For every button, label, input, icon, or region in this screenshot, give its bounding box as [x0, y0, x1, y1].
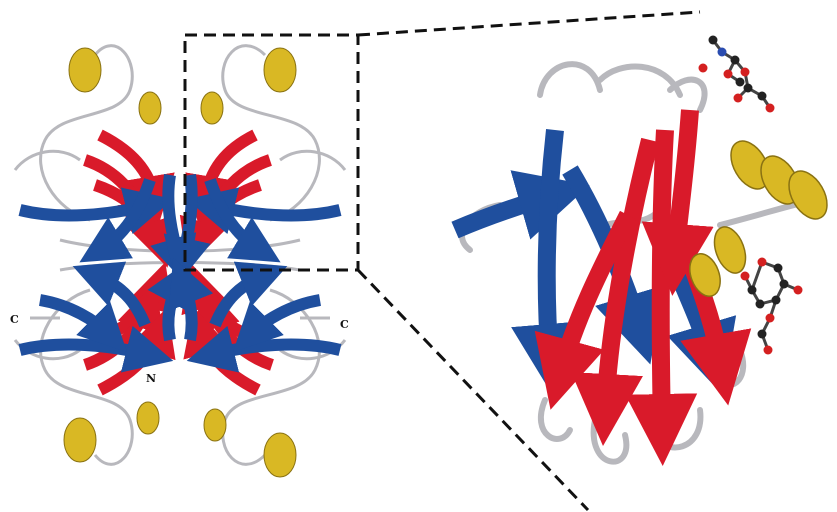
- label-c-terminus-right: C: [340, 318, 349, 331]
- atom-oxygen: [794, 286, 803, 295]
- label-n-terminus: N: [146, 372, 156, 385]
- atom-carbon: [774, 264, 783, 273]
- atom-oxygen: [758, 258, 767, 267]
- atom-carbon: [756, 300, 765, 309]
- atom-carbon: [709, 36, 718, 45]
- atom-oxygen: [764, 346, 773, 355]
- atom-carbon: [744, 84, 753, 93]
- ligand-molecule-top: [699, 36, 775, 113]
- atom-oxygen: [766, 314, 775, 323]
- label-c-terminus-left: C: [10, 313, 19, 326]
- atom-oxygen: [741, 68, 750, 77]
- atom-oxygen: [766, 104, 775, 113]
- atom-oxygen: [741, 272, 750, 281]
- blue-beta-strands: [20, 175, 340, 355]
- atom-carbon: [731, 56, 740, 65]
- atom-oxygen: [734, 94, 743, 103]
- atom-carbon: [748, 286, 757, 295]
- atom-carbon: [780, 280, 789, 289]
- atom-carbon: [736, 78, 745, 87]
- monomer-detail: [455, 36, 835, 462]
- atom-carbon: [758, 330, 767, 339]
- atom-carbon: [758, 92, 767, 101]
- ligand-molecule-bottom: [741, 258, 803, 355]
- atom-carbon: [772, 296, 781, 305]
- tetramer-overview: C C N: [10, 46, 349, 477]
- atom-nitrogen: [718, 48, 727, 57]
- zoom-line-top: [358, 12, 700, 35]
- atom-oxygen: [724, 70, 733, 79]
- atom-oxygen: [699, 64, 708, 73]
